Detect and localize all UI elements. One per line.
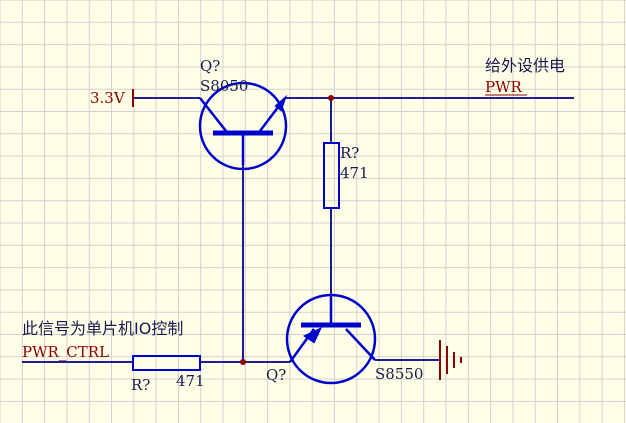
- junction-base: [240, 359, 246, 365]
- output-note: 给外设供电: [485, 56, 565, 75]
- transistor-q2[interactable]: [285, 293, 377, 385]
- output-net-label: PWR: [485, 78, 523, 96]
- input-net-label: PWR_CTRL: [22, 343, 109, 361]
- q1-designator: Q?: [200, 57, 220, 75]
- resistor-r1[interactable]: [323, 142, 340, 209]
- r2-value: 471: [176, 372, 205, 390]
- input-note: 此信号为单片机IO控制: [22, 319, 183, 338]
- junction-pwr: [328, 95, 334, 101]
- q2-part: S8550: [375, 365, 423, 383]
- r2-designator: R?: [131, 376, 150, 394]
- power-net-label: 3.3V: [90, 89, 126, 107]
- q2-designator: Q?: [266, 366, 286, 384]
- resistor-r2[interactable]: [132, 355, 201, 371]
- q1-part: S8050: [200, 77, 248, 95]
- ground-icon: [439, 340, 462, 380]
- r1-value: 471: [340, 164, 369, 182]
- transistor-q1[interactable]: [198, 81, 288, 171]
- r1-designator: R?: [340, 144, 359, 162]
